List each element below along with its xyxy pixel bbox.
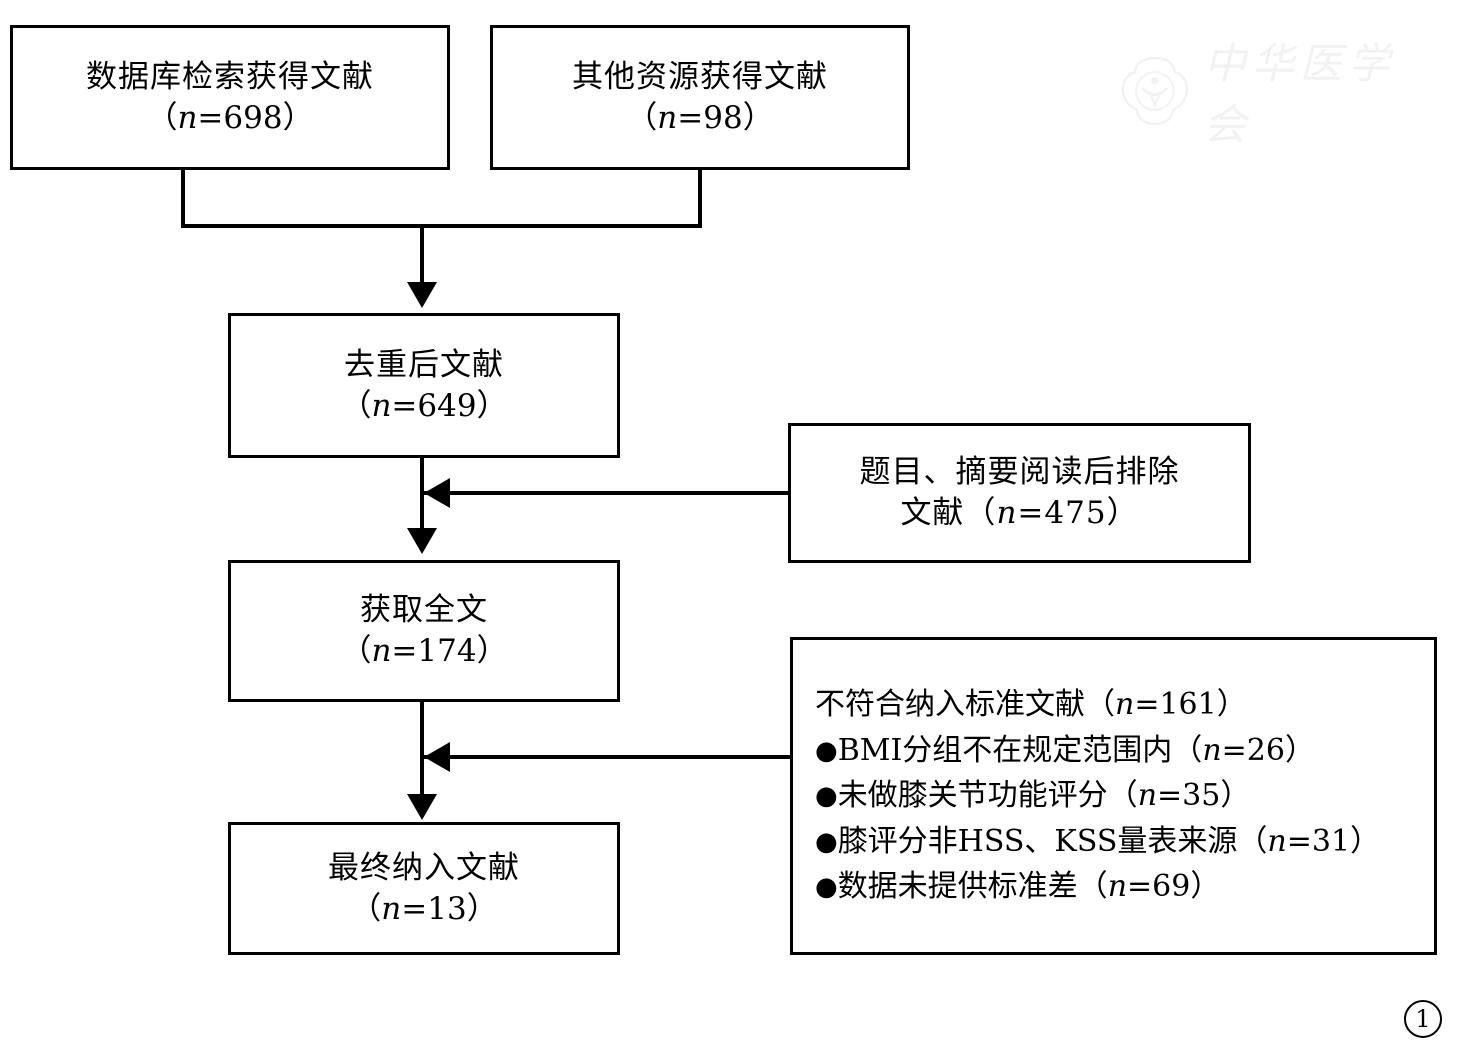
watermark-text: 中华医学会 (1203, 39, 1396, 149)
box-database-search-count: （n=698） (146, 99, 314, 136)
bullet-icon: ● (815, 872, 838, 903)
box-other-sources-title: 其他资源获得文献 (572, 58, 828, 95)
box-full-text-count: （n=174） (340, 633, 508, 669)
arrow-dedup-to-fulltext (407, 528, 437, 554)
connector-dedup-to-fulltext (420, 458, 424, 530)
connector-excluded-criteria (424, 755, 790, 759)
excluded-criteria-item: ●数据未提供标准差（n=69） (815, 869, 1221, 905)
box-final-included: 最终纳入文献 （n=13） (228, 822, 620, 955)
excluded-criteria-heading: 不符合纳入标准文献（n=161） (815, 687, 1247, 723)
arrow-excluded-title-abstract (424, 478, 450, 508)
box-other-sources-count: （n=98） (626, 99, 774, 136)
box-deduplicated-title: 去重后文献 (344, 346, 504, 383)
box-excluded-title-abstract: 题目、摘要阅读后排除 文献（n=475） (788, 423, 1251, 563)
bullet-icon: ● (815, 781, 838, 812)
connector-excluded-title-abstract (424, 491, 790, 495)
bullet-icon: ● (815, 735, 838, 766)
box-deduplicated: 去重后文献 （n=649） (228, 313, 620, 458)
box-excluded-criteria: 不符合纳入标准文献（n=161） ●BMI分组不在规定范围内（n=26） ●未做… (790, 637, 1437, 955)
box-database-search-title: 数据库检索获得文献 (86, 58, 374, 95)
arrow-excluded-criteria (424, 742, 450, 772)
connector-fulltext-to-included (420, 702, 424, 796)
arrow-merge-to-dedup (407, 282, 437, 308)
box-deduplicated-count: （n=649） (340, 387, 508, 424)
box-excluded-title-abstract-line2: 文献（n=475） (900, 495, 1139, 531)
connector-other-sources-drop (698, 170, 702, 228)
connector-db-search-drop (181, 170, 185, 228)
box-final-included-title: 最终纳入文献 (328, 849, 520, 886)
connector-merge-to-dedup (420, 224, 424, 284)
arrow-fulltext-to-included (407, 794, 437, 820)
box-final-included-count: （n=13） (350, 890, 498, 927)
box-full-text: 获取全文 （n=174） (228, 560, 620, 702)
bullet-icon: ● (815, 826, 838, 857)
excluded-criteria-item: ●未做膝关节功能评分（n=35） (815, 778, 1251, 814)
box-full-text-title: 获取全文 (360, 592, 488, 629)
excluded-criteria-item: ●膝评分非HSS、KSS量表来源（n=31） (815, 823, 1381, 859)
connector-merge-bar (181, 224, 702, 228)
figure-number-label: 1 (1415, 1005, 1431, 1033)
box-other-sources: 其他资源获得文献 （n=98） (490, 25, 910, 170)
figure-number-marker: 1 (1404, 1000, 1442, 1038)
box-excluded-title-abstract-line1: 题目、摘要阅读后排除 (859, 454, 1180, 491)
watermark-emblem-icon (1121, 56, 1189, 126)
box-database-search: 数据库检索获得文献 （n=698） (10, 25, 450, 170)
excluded-criteria-item: ●BMI分组不在规定范围内（n=26） (815, 732, 1315, 768)
watermark: 中华医学会 (1120, 39, 1430, 149)
